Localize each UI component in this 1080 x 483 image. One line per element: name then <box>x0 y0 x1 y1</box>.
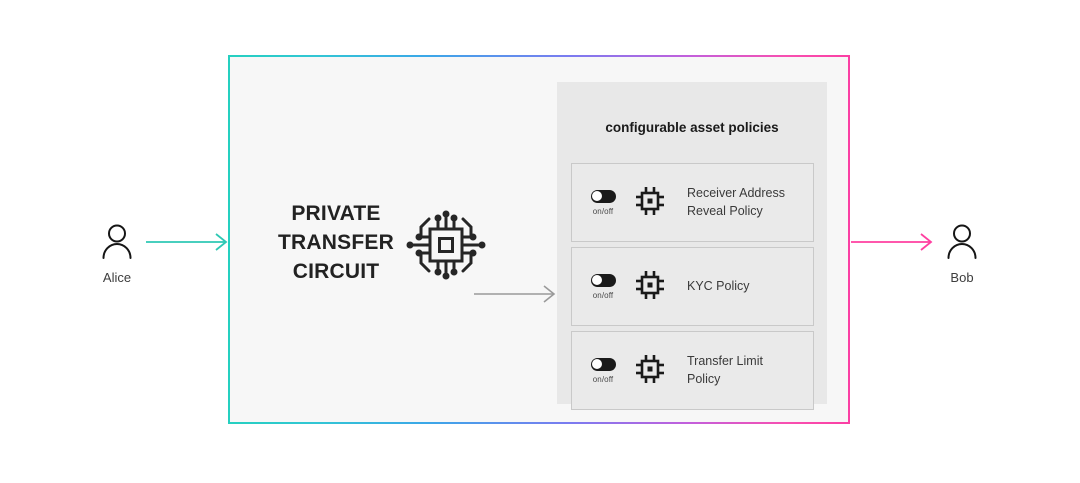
toggle-caption: on/off <box>592 290 614 300</box>
toggle-caption: on/off <box>592 374 614 384</box>
policy-label: KYC Policy <box>687 278 750 293</box>
private-transfer-circuit-frame: PRIVATE TRANSFER CIRCUIT <box>228 55 850 424</box>
chip-icon <box>636 270 664 299</box>
inbound-arrow-right-icon <box>146 233 228 251</box>
policy-toggle-group[interactable]: on/off <box>586 189 620 216</box>
chip-icon <box>636 354 664 383</box>
policy-card[interactable]: on/off <box>571 163 814 242</box>
configurable-asset-policies-panel: configurable asset policies on/off <box>557 82 827 410</box>
policy-list: on/off <box>571 163 814 410</box>
chip-icon <box>636 186 664 215</box>
toggle-knob <box>592 359 602 369</box>
actor-sender: Alice <box>72 222 162 285</box>
actor-receiver-label: Bob <box>950 270 974 285</box>
circuit-chip-icon <box>406 210 486 280</box>
policy-toggle-switch[interactable] <box>590 357 616 371</box>
actor-sender-label: Alice <box>102 270 132 285</box>
person-icon <box>947 224 977 259</box>
person-icon <box>102 224 132 259</box>
policy-card[interactable]: on/off <box>571 331 814 410</box>
toggle-knob <box>592 191 602 201</box>
policy-label: Transfer Limit Policy <box>687 353 763 386</box>
toggle-caption: on/off <box>592 206 614 216</box>
circuit-title: PRIVATE TRANSFER CIRCUIT <box>278 202 394 283</box>
policy-label: Receiver Address Reveal Policy <box>687 185 785 218</box>
policy-card[interactable]: on/off <box>571 247 814 326</box>
toggle-knob <box>592 275 602 285</box>
policy-toggle-switch[interactable] <box>590 273 616 287</box>
circuit-frame-inner: PRIVATE TRANSFER CIRCUIT <box>230 57 848 422</box>
policy-toggle-switch[interactable] <box>590 189 616 203</box>
actor-receiver: Bob <box>917 222 1007 285</box>
policy-toggle-group[interactable]: on/off <box>586 273 620 300</box>
policy-toggle-group[interactable]: on/off <box>586 357 620 384</box>
connector-arrow-right-icon <box>474 285 556 303</box>
policies-heading: configurable asset policies <box>605 120 779 135</box>
outbound-arrow-right-icon <box>851 233 933 251</box>
